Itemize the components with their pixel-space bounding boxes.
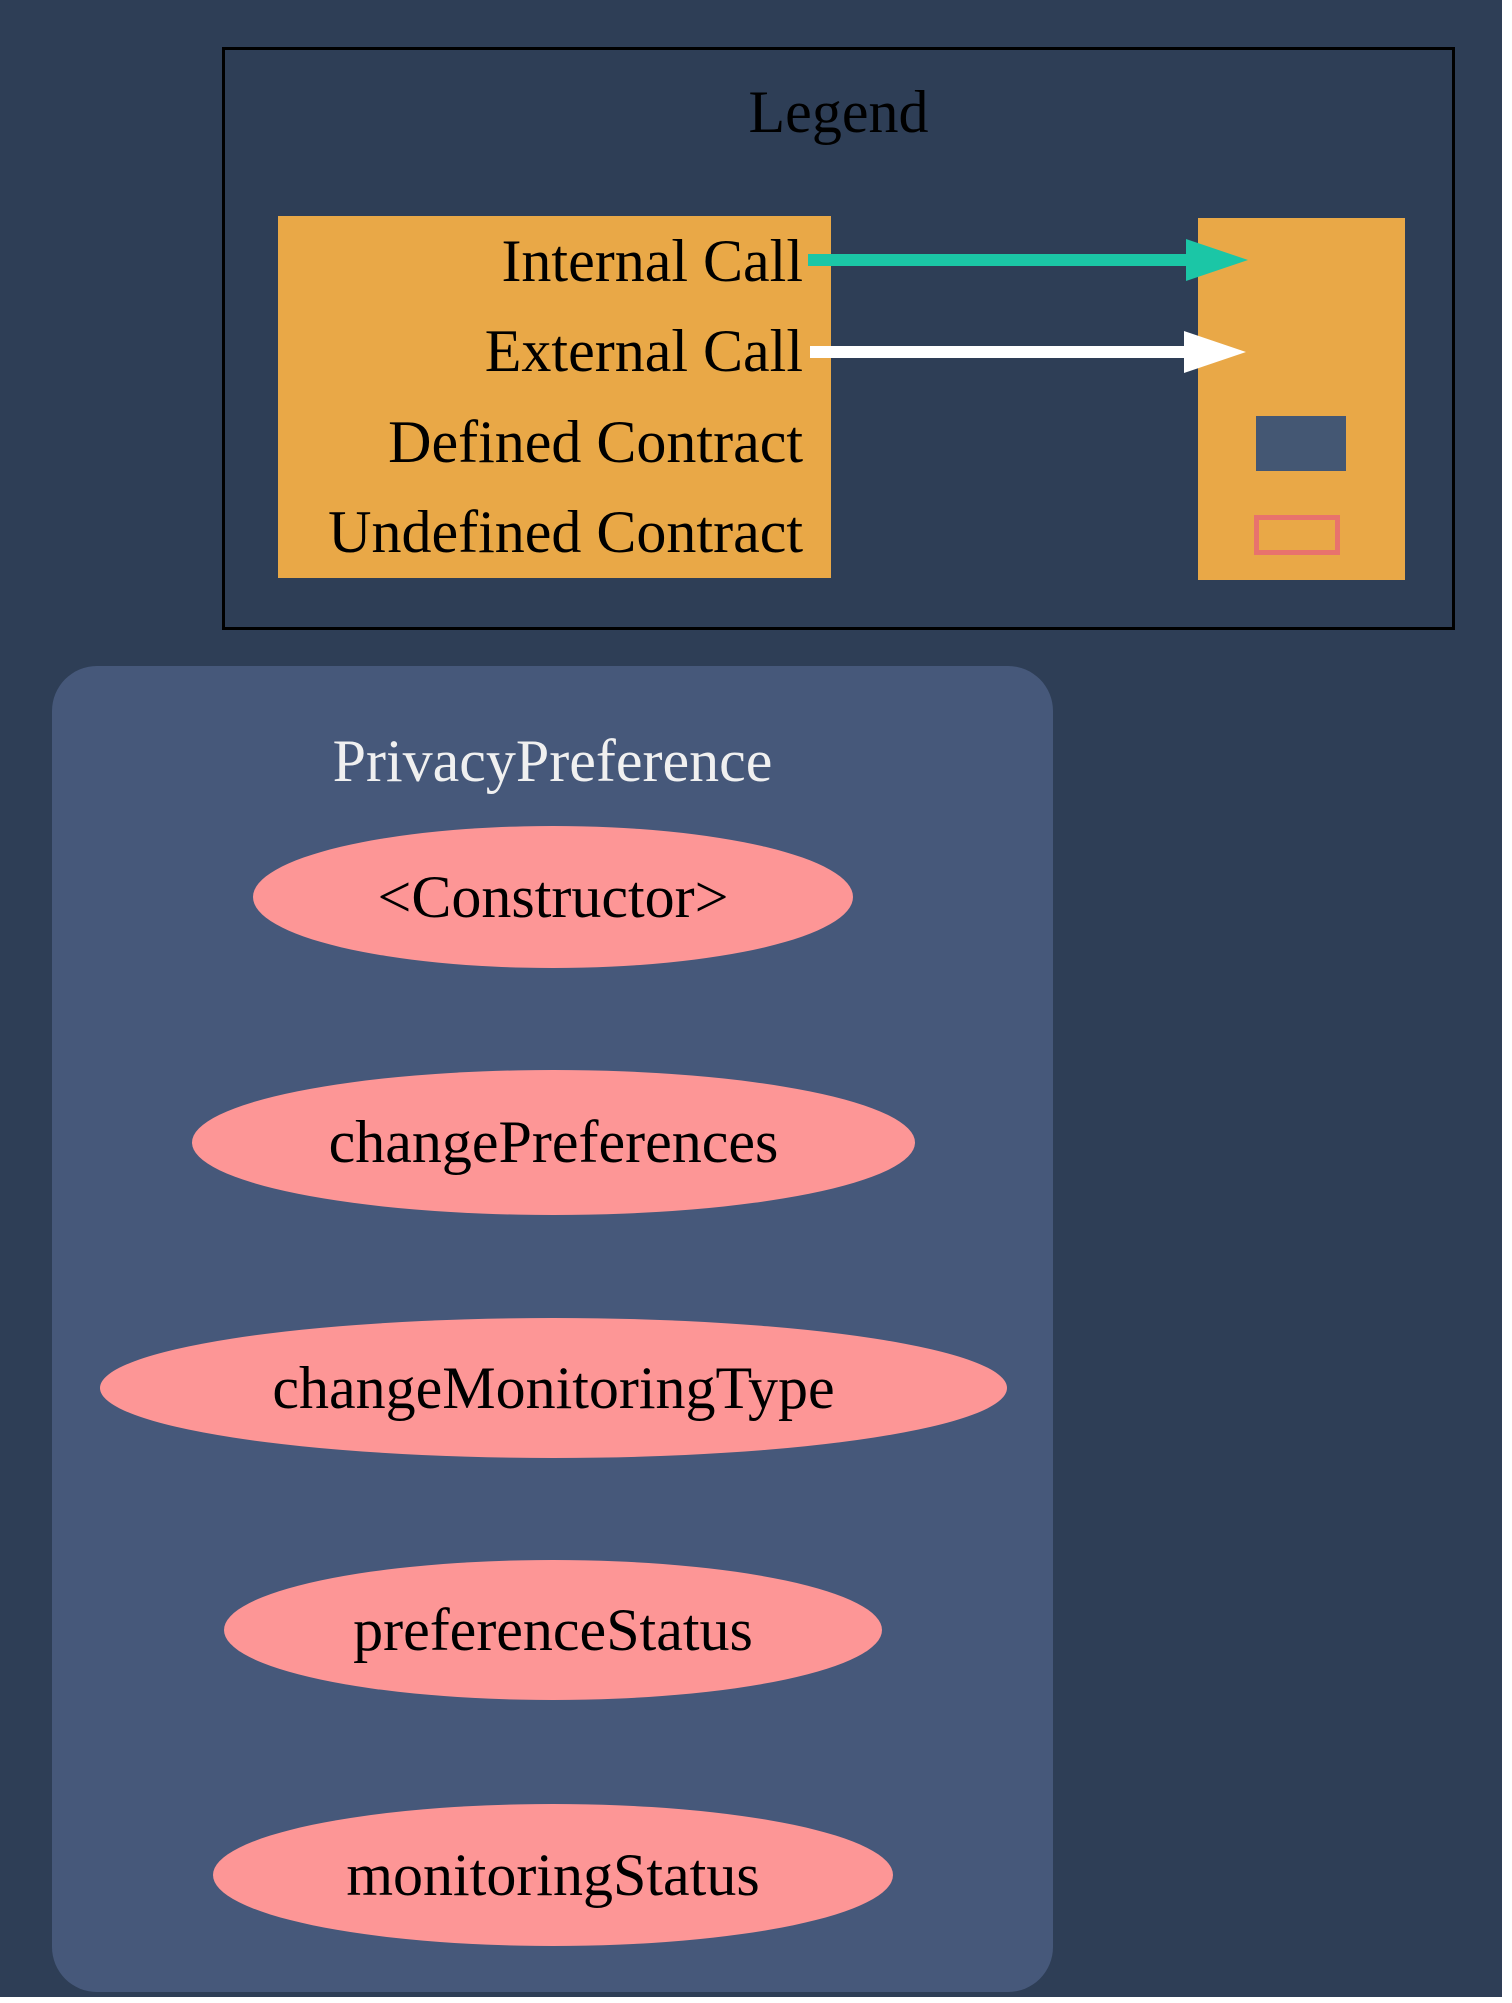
internal-call-arrow — [808, 254, 1188, 266]
legend-item-external-call: External Call — [484, 318, 803, 385]
legend-item-internal-call: Internal Call — [501, 227, 803, 294]
defined-contract-swatch — [1256, 416, 1346, 471]
external-call-arrow — [810, 346, 1186, 358]
contract-container-privacypreference: PrivacyPreference <Constructor> changePr… — [52, 666, 1053, 1992]
function-node-changepreferences: changePreferences — [192, 1070, 915, 1215]
function-node-changemonitoringtype: changeMonitoringType — [100, 1318, 1007, 1458]
legend-item-undefined-contract: Undefined Contract — [328, 499, 803, 566]
legend-box: Legend Internal Call External Call Defin… — [222, 47, 1455, 630]
undefined-contract-swatch — [1254, 515, 1340, 555]
legend-labels-panel: Internal Call External Call Defined Cont… — [278, 216, 831, 578]
internal-call-arrowhead-icon — [1186, 239, 1248, 281]
function-node-preferencestatus: preferenceStatus — [224, 1560, 882, 1700]
contract-title: PrivacyPreference — [332, 728, 773, 794]
function-node-constructor: <Constructor> — [253, 826, 853, 968]
function-node-monitoringstatus: monitoringStatus — [213, 1804, 893, 1946]
legend-item-defined-contract: Defined Contract — [388, 408, 803, 475]
legend-title: Legend — [748, 79, 929, 145]
external-call-arrowhead-icon — [1184, 331, 1246, 373]
